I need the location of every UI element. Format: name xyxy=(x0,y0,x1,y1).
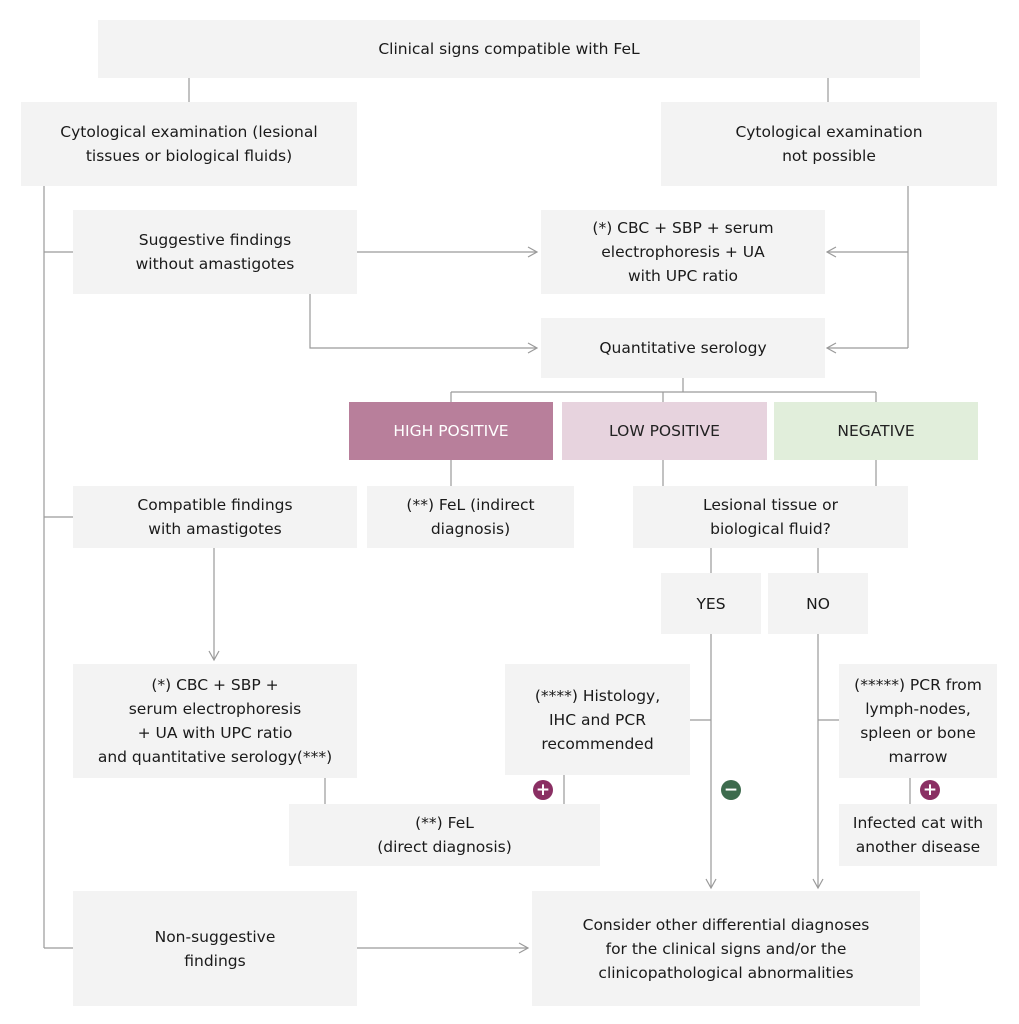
fel-indirect-diagnosis-box: (**) FeL (indirect diagnosis) xyxy=(367,486,574,548)
cbc-panel-top-box: (*) CBC + SBP + serum electrophoresis + … xyxy=(541,210,825,294)
minus-icon: − xyxy=(721,780,741,800)
no-box: NO xyxy=(768,573,868,634)
suggestive-findings-box: Suggestive findings without amastigotes xyxy=(73,210,357,294)
clinical-signs-box: Clinical signs compatible with FeL xyxy=(98,20,920,78)
cbc-serology-bottom-box: (*) CBC + SBP + serum electrophoresis + … xyxy=(73,664,357,778)
cytology-not-possible-box: Cytological examination not possible xyxy=(661,102,997,186)
yes-box: YES xyxy=(661,573,761,634)
negative-box: NEGATIVE xyxy=(774,402,978,460)
high-positive-box: HIGH POSITIVE xyxy=(349,402,553,460)
low-positive-box: LOW POSITIVE xyxy=(562,402,767,460)
fel-direct-diagnosis-box: (**) FeL (direct diagnosis) xyxy=(289,804,600,866)
consider-other-diagnoses-box: Consider other differential diagnoses fo… xyxy=(532,891,920,1006)
plus-icon: + xyxy=(533,780,553,800)
non-suggestive-findings-box: Non-suggestive findings xyxy=(73,891,357,1006)
infected-cat-box: Infected cat with another disease xyxy=(839,804,997,866)
lesional-question-box: Lesional tissue or biological fluid? xyxy=(633,486,908,548)
plus-icon: + xyxy=(920,780,940,800)
pcr-box: (*****) PCR from lymph-nodes, spleen or … xyxy=(839,664,997,778)
cytological-exam-box: Cytological examination (lesional tissue… xyxy=(21,102,357,186)
quantitative-serology-box: Quantitative serology xyxy=(541,318,825,378)
compatible-findings-box: Compatible findings with amastigotes xyxy=(73,486,357,548)
histology-box: (****) Histology, IHC and PCR recommende… xyxy=(505,664,690,775)
